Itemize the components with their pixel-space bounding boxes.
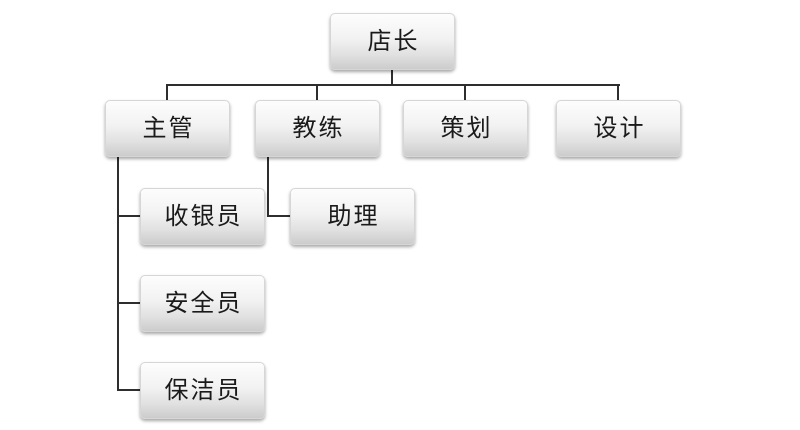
- org-node-supervisor: 主管: [105, 100, 230, 157]
- org-node-assistant-label: 助理: [327, 202, 380, 230]
- org-node-safety-officer: 安全员: [140, 275, 265, 332]
- connector-level2-rail: [166, 84, 620, 86]
- org-node-cleaner-label: 保洁员: [164, 376, 243, 404]
- connector-root-drop: [391, 70, 393, 86]
- org-node-designer: 设计: [556, 100, 681, 157]
- org-node-safety-officer-label: 安全员: [164, 289, 243, 317]
- connector-supervisor-hang: [117, 157, 119, 391]
- org-node-coach-label: 教练: [292, 114, 345, 142]
- org-node-supervisor-label: 主管: [142, 114, 195, 142]
- connector-stub-assistant: [267, 215, 291, 217]
- org-node-planner-label: 策划: [440, 114, 493, 142]
- org-node-store-manager-label: 店长: [367, 27, 420, 55]
- org-node-assistant: 助理: [290, 188, 415, 245]
- org-node-designer-label: 设计: [593, 114, 646, 142]
- connector-stub-cashier: [117, 215, 141, 217]
- org-node-planner: 策划: [403, 100, 528, 157]
- connector-coach-hang: [267, 157, 269, 217]
- connector-stub-cleaner: [117, 389, 141, 391]
- connector-stub-safety-officer: [117, 302, 141, 304]
- org-node-cashier: 收银员: [140, 188, 265, 245]
- org-node-cashier-label: 收银员: [164, 202, 243, 230]
- connector-drop-planner: [464, 84, 466, 101]
- connector-drop-coach: [316, 84, 318, 101]
- org-node-store-manager: 店长: [330, 13, 455, 70]
- org-node-cleaner: 保洁员: [140, 362, 265, 419]
- org-node-coach: 教练: [255, 100, 380, 157]
- connector-drop-designer: [617, 84, 619, 101]
- connector-drop-supervisor: [166, 84, 168, 101]
